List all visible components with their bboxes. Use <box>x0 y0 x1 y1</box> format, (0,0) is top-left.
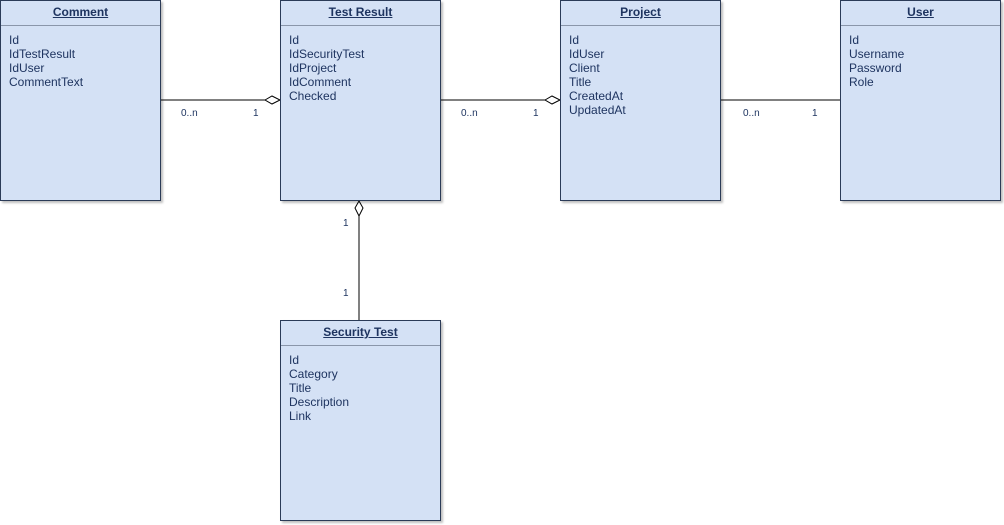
attribute-list: Id Username Password Role <box>841 26 1000 89</box>
entity-title: Comment <box>1 1 160 26</box>
attribute: IdSecurityTest <box>289 47 365 61</box>
attribute: IdTestResult <box>9 47 76 61</box>
entity-project[interactable]: Project Id IdUser Client Title CreatedAt… <box>560 0 721 201</box>
attribute: Link <box>289 409 312 423</box>
attribute: IdUser <box>9 61 45 75</box>
attribute: Id <box>569 33 580 47</box>
attribute: Category <box>289 367 338 381</box>
attribute: Id <box>849 33 860 47</box>
aggregation-diamond-securitytest <box>354 199 364 218</box>
attribute: Checked <box>289 89 337 103</box>
multiplicity-label: 1 <box>533 108 539 119</box>
attribute: Description <box>289 395 350 409</box>
entity-title: Project <box>561 1 720 26</box>
attribute-list: Id Category Title Description Link <box>281 346 440 423</box>
multiplicity-label: 1 <box>343 288 349 299</box>
attribute: Client <box>569 61 600 75</box>
attribute: Role <box>849 75 874 89</box>
entity-title: Test Result <box>281 1 440 26</box>
attribute: Password <box>849 61 902 75</box>
attribute: IdComment <box>289 75 352 89</box>
entity-test-result[interactable]: Test Result Id IdSecurityTest IdProject … <box>280 0 441 201</box>
attribute: Id <box>9 33 20 47</box>
attribute: Title <box>569 75 592 89</box>
multiplicity-label: 0..n <box>181 108 198 119</box>
attribute: UpdatedAt <box>569 103 626 117</box>
attribute: Title <box>289 381 312 395</box>
aggregation-diamond-testresult <box>263 95 282 105</box>
entity-user[interactable]: User Id Username Password Role <box>840 0 1001 201</box>
entity-title: User <box>841 1 1000 26</box>
attribute: Id <box>289 353 300 367</box>
attribute-list: Id IdSecurityTest IdProject IdComment Ch… <box>281 26 440 103</box>
aggregation-diamond-project <box>543 95 562 105</box>
entity-comment[interactable]: Comment Id IdTestResult IdUser CommentTe… <box>0 0 161 201</box>
entity-title: Security Test <box>281 321 440 346</box>
multiplicity-label: 0..n <box>461 108 478 119</box>
attribute-list: Id IdUser Client Title CreatedAt Updated… <box>561 26 720 117</box>
attribute: CommentText <box>9 75 84 89</box>
attribute-list: Id IdTestResult IdUser CommentText <box>1 26 160 89</box>
attribute: CreatedAt <box>569 89 624 103</box>
attribute: IdUser <box>569 47 605 61</box>
multiplicity-label: 1 <box>343 218 349 229</box>
entity-security-test[interactable]: Security Test Id Category Title Descript… <box>280 320 441 521</box>
attribute: Username <box>849 47 905 61</box>
multiplicity-label: 1 <box>253 108 259 119</box>
multiplicity-label: 0..n <box>743 108 760 119</box>
multiplicity-label: 1 <box>812 108 818 119</box>
attribute: IdProject <box>289 61 337 75</box>
attribute: Id <box>289 33 300 47</box>
